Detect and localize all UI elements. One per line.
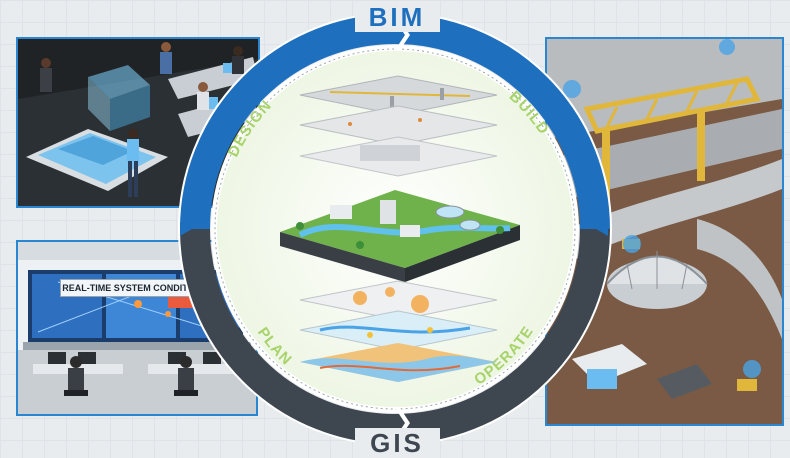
right-arrow-icon <box>596 222 608 236</box>
layer-stack <box>280 75 520 382</box>
bim-heading: BIM <box>369 2 426 32</box>
gis-heading: GIS <box>370 428 424 458</box>
realtime-conditions-banner: REAL-TIME SYSTEM CONDITIONS <box>60 279 212 297</box>
left-arrow-icon <box>180 222 192 236</box>
